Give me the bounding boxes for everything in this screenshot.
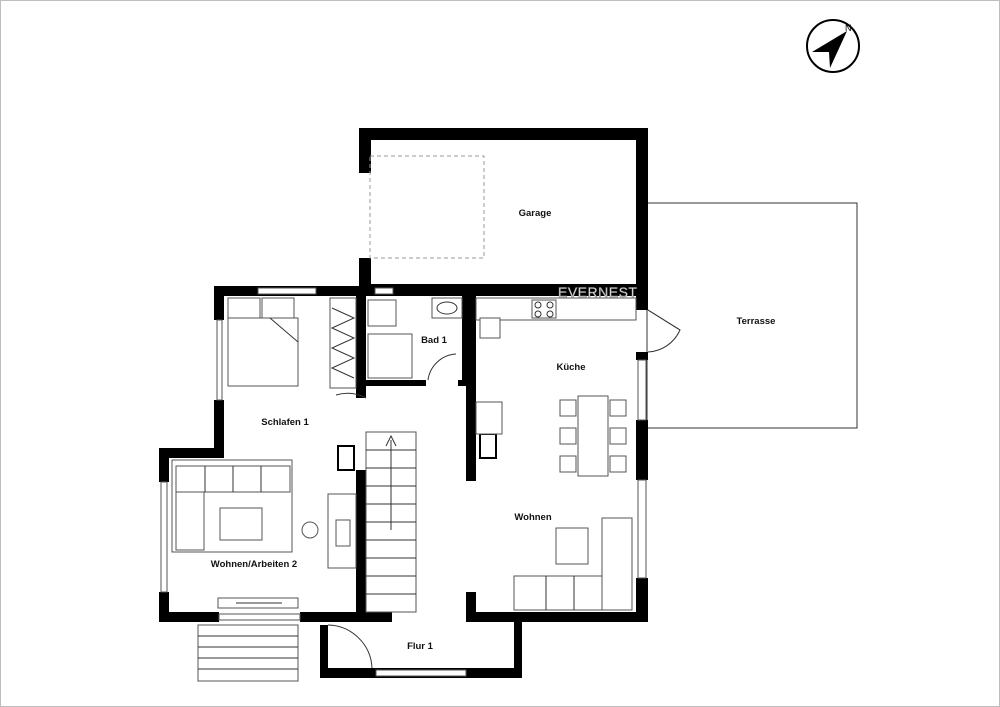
shower (367, 333, 413, 379)
room-label-schlafen: Schlafen 1 (261, 417, 309, 428)
cooktop (531, 299, 557, 319)
kitchen-side-unit (475, 401, 503, 435)
living-coffee-table (555, 527, 589, 565)
toilet (367, 299, 397, 327)
compass-north-label: N (845, 23, 852, 33)
watermark: EVERNEST (558, 284, 637, 300)
room-label-wohnen: Wohnen (514, 512, 551, 523)
furniture (171, 155, 637, 682)
room-label-kueche: Küche (556, 362, 585, 373)
entrance-stairs (197, 624, 299, 682)
room-label-bad: Bad 1 (421, 335, 448, 346)
room-label-terrasse: Terrasse (737, 316, 776, 327)
office-chair (301, 521, 319, 539)
room-label-flur: Flur 1 (407, 641, 434, 652)
staircase (365, 431, 417, 613)
car-parking-outline (369, 155, 485, 259)
washbasin (431, 297, 463, 319)
room-label-wohnen-arbeiten: Wohnen/Arbeiten 2 (211, 559, 297, 570)
kitchen-sink (479, 317, 501, 339)
north-arrow-icon: N (806, 19, 860, 73)
coffee-table (219, 507, 263, 541)
windows (160, 287, 647, 677)
terrace-outline (646, 202, 858, 429)
bed (227, 317, 299, 387)
dining-table (577, 395, 609, 477)
room-label-garage: Garage (519, 208, 552, 219)
